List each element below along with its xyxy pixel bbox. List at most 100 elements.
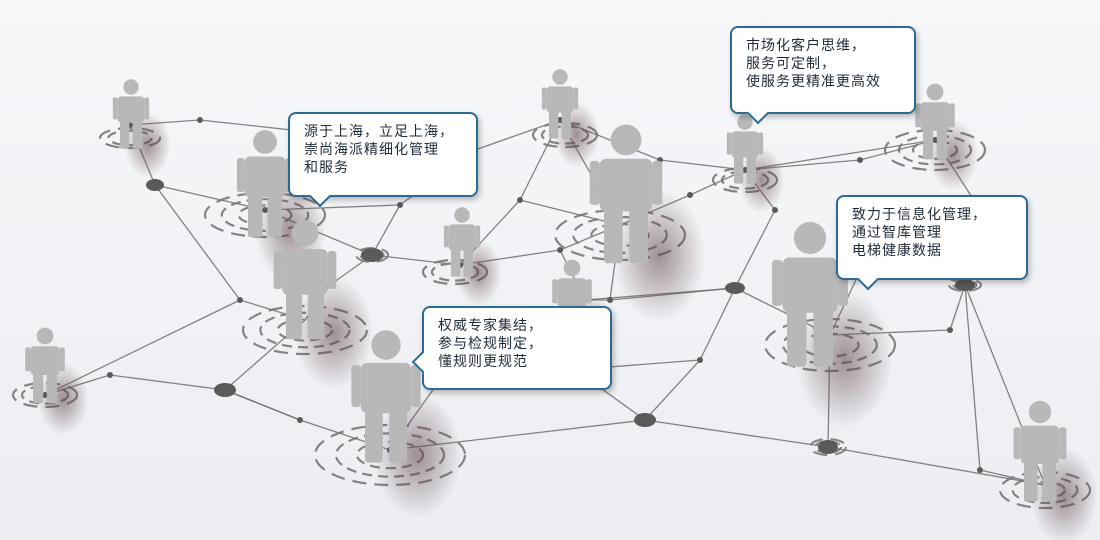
person-leg-left — [451, 249, 461, 277]
person-leg-right — [307, 291, 324, 340]
network-link — [371, 204, 401, 256]
person-leg-right — [463, 249, 473, 277]
person-leg-right — [936, 129, 947, 160]
person-arm-left — [726, 132, 732, 155]
callout-information-management: 致力于信息化管理， 通过智库管理 电梯健康数据 — [836, 195, 1028, 291]
person-arm-left — [552, 279, 558, 304]
callout-line: 源于上海，立足上海， — [304, 124, 454, 140]
network-node-icon — [697, 357, 703, 363]
callout-line: 和服务 — [304, 160, 349, 176]
network-links — [44, 119, 1046, 486]
person-arm-left — [772, 259, 783, 306]
callout-market-thinking: 市场化客户思维， 服务可定制， 使服务更精准更高效 — [730, 26, 916, 125]
person-arm-right — [758, 132, 764, 155]
person-torso — [30, 346, 60, 375]
network-node-icon — [214, 383, 236, 397]
person-icon — [273, 219, 374, 390]
person-torso — [546, 86, 574, 113]
person-arm-right — [144, 97, 150, 120]
callout-line: 权威专家集结， — [438, 318, 543, 334]
network-link — [154, 184, 266, 211]
network-link — [964, 284, 981, 471]
person-icon — [541, 69, 600, 168]
person-leg-right — [389, 410, 407, 463]
network-node-icon — [146, 179, 164, 191]
network-link — [949, 284, 966, 331]
callout-local-roots: 源于上海，立足上海， 崇尚海派精细化管理 和服务 — [288, 112, 478, 208]
network-link — [109, 374, 226, 391]
person-icon — [25, 327, 89, 435]
person-leg-right — [813, 309, 833, 367]
person-head — [737, 114, 753, 130]
person-arm-left — [589, 160, 600, 205]
network-node-icon — [818, 440, 838, 454]
network-node-icon — [197, 117, 203, 123]
network-node-icon — [977, 467, 983, 473]
person-icon — [443, 207, 502, 306]
person-torso — [1020, 425, 1060, 464]
network-link — [734, 209, 776, 289]
person-leg-right — [46, 373, 57, 404]
person-arm-left — [915, 103, 921, 128]
callout-line: 致力于信息化管理， — [852, 207, 987, 223]
network-node-icon — [607, 297, 613, 303]
network-node-icon — [397, 202, 403, 208]
person-torso — [282, 249, 328, 295]
person-leg-left — [120, 121, 130, 149]
person-torso — [117, 96, 145, 123]
person-head — [563, 259, 581, 277]
person-arm-left — [236, 158, 245, 193]
person-head — [123, 79, 139, 95]
person-head — [1028, 400, 1052, 424]
person-torso — [731, 131, 759, 158]
person-leg-left — [787, 309, 807, 367]
callout-line: 参与检规制定， — [438, 336, 543, 352]
person-arm-right — [475, 225, 481, 248]
person-icon — [915, 83, 979, 191]
network-node-icon — [634, 413, 656, 427]
person-head — [36, 327, 54, 345]
person-head — [793, 221, 827, 255]
callout-line: 使服务更精准更高效 — [746, 74, 881, 90]
person-leg-right — [132, 121, 142, 149]
person-head — [610, 124, 642, 156]
person-leg-right — [267, 194, 282, 238]
person-arm-right — [327, 251, 337, 290]
callout-line: 崇尚海派精细化管理 — [304, 142, 439, 158]
network-link — [827, 446, 1046, 486]
person-icon — [351, 330, 462, 519]
network-node-icon — [687, 192, 693, 198]
person-icon — [1013, 400, 1098, 540]
callout-expert-team: 权威专家集结， 参与检规制定， 懂规则更规范 — [411, 306, 612, 390]
person-torso — [599, 158, 653, 212]
person-arm-right — [949, 103, 955, 128]
person-leg-right — [629, 208, 648, 264]
person-arm-right — [586, 279, 592, 304]
person-icon — [726, 114, 785, 213]
person-arm-left — [273, 251, 283, 290]
person-torso — [557, 278, 587, 307]
person-arm-left — [541, 87, 547, 110]
network-node-icon — [955, 279, 975, 291]
person-torso — [360, 362, 412, 414]
network-link — [644, 419, 829, 448]
callout-line: 服务可定制， — [746, 56, 836, 72]
person-leg-left — [734, 156, 744, 184]
person-head — [454, 207, 470, 223]
person-arm-left — [351, 364, 361, 407]
person-leg-left — [33, 373, 44, 404]
person-leg-left — [1024, 461, 1038, 502]
network-link — [224, 389, 301, 421]
person-head — [371, 330, 401, 360]
network-node-icon — [772, 207, 778, 213]
callout-line: 懂规则更规范 — [438, 354, 528, 370]
person-arm-right — [652, 160, 663, 205]
people-figures — [25, 69, 1098, 540]
person-leg-left — [923, 129, 934, 160]
network-link — [859, 139, 936, 161]
person-leg-left — [604, 208, 623, 264]
person-torso — [782, 257, 838, 313]
person-torso — [244, 156, 286, 198]
network-node-icon — [297, 417, 303, 423]
